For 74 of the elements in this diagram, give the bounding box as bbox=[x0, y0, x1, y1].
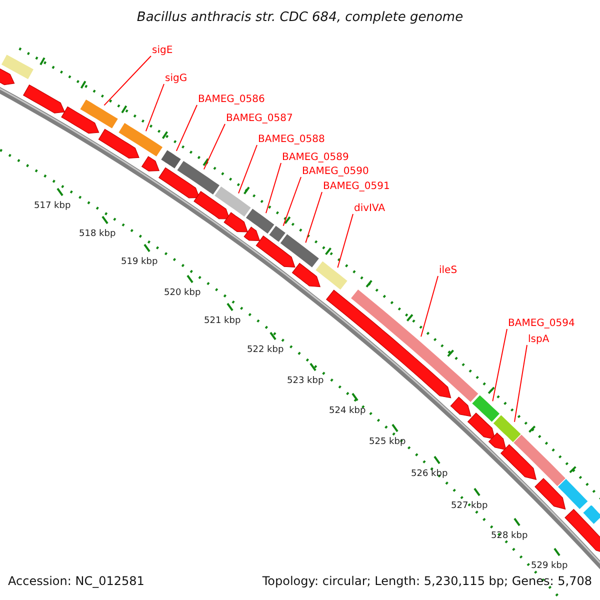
scale-label: 522 kbp bbox=[247, 345, 284, 356]
scale-label: 519 kbp bbox=[121, 257, 158, 268]
gene-bar bbox=[214, 185, 252, 218]
leader-line bbox=[492, 328, 508, 402]
scale-label: 521 kbp bbox=[204, 316, 241, 327]
cds-feature bbox=[534, 478, 566, 510]
cds-feature bbox=[194, 190, 230, 220]
gene-bar bbox=[176, 160, 221, 196]
cds-feature bbox=[467, 412, 496, 440]
scale-label: 528 kbp bbox=[491, 531, 528, 542]
leader-line bbox=[145, 84, 164, 132]
leader-line bbox=[176, 104, 198, 152]
cds-feature bbox=[0, 68, 15, 86]
cds-feature bbox=[141, 156, 160, 172]
cds-feature bbox=[23, 84, 66, 114]
gene-label: ileS bbox=[439, 265, 458, 277]
accession-text: Accession: NC_012581 bbox=[8, 574, 144, 588]
cds-feature bbox=[256, 235, 296, 268]
leader-line bbox=[337, 214, 354, 268]
gene-label: BAMEG_0591 bbox=[323, 181, 390, 193]
gene-label: lspA bbox=[528, 334, 550, 346]
gene-label: sigG bbox=[165, 73, 188, 85]
leader-line bbox=[203, 124, 226, 170]
diagram-title: Bacillus anthracis str. CDC 684, complete genome bbox=[136, 10, 464, 25]
gene-label: BAMEG_0590 bbox=[302, 166, 369, 178]
leader-line bbox=[514, 344, 528, 422]
gene-bar bbox=[512, 434, 567, 488]
gene-label: BAMEG_0587 bbox=[226, 113, 293, 125]
scale-label: 527 kbp bbox=[451, 501, 488, 512]
scale-label: 517 kbp bbox=[34, 201, 71, 212]
gene-label: BAMEG_0594 bbox=[508, 318, 575, 330]
gene-bar bbox=[244, 208, 276, 235]
gene-bar bbox=[160, 149, 182, 170]
gene-label: BAMEG_0586 bbox=[198, 94, 265, 106]
gene-bar bbox=[471, 394, 501, 423]
cds-feature bbox=[500, 444, 537, 480]
cds-feature bbox=[61, 106, 100, 134]
gene-bar bbox=[118, 122, 164, 158]
cds-feature bbox=[158, 167, 200, 198]
cds-feature bbox=[292, 262, 321, 288]
gene-label: BAMEG_0589 bbox=[282, 152, 349, 164]
gene-label: divIVA bbox=[354, 203, 386, 215]
gene-bar bbox=[268, 224, 287, 243]
scale-label: 520 kbp bbox=[164, 288, 201, 299]
gene-label: sigE bbox=[152, 45, 173, 57]
cds-feature bbox=[326, 290, 452, 398]
gene-bar bbox=[0, 54, 35, 80]
scale-label: 526 kbp bbox=[411, 469, 448, 480]
leader-line bbox=[104, 56, 152, 106]
gene-bar bbox=[492, 414, 523, 444]
gene-bar bbox=[556, 478, 589, 510]
leader-line bbox=[238, 144, 258, 194]
scale-label: 523 kbp bbox=[287, 376, 324, 387]
gene-bar bbox=[79, 98, 119, 130]
leader-line bbox=[305, 192, 322, 244]
gene-bar bbox=[314, 260, 348, 291]
cds-feature bbox=[564, 508, 600, 554]
gene-bar bbox=[350, 288, 480, 404]
cds-feature bbox=[450, 396, 472, 417]
cds-feature bbox=[98, 128, 140, 158]
scale-label: 524 kbp bbox=[329, 406, 366, 417]
gene-label: BAMEG_0588 bbox=[258, 134, 325, 146]
scale-label: 518 kbp bbox=[79, 229, 116, 240]
scale-label: 525 kbp bbox=[369, 437, 406, 448]
gene-bar bbox=[279, 233, 320, 268]
genome-summary-text: Topology: circular; Length: 5,230,115 bp; Genes: 5,708 bbox=[262, 574, 592, 588]
gene-bar bbox=[582, 504, 600, 526]
leader-line bbox=[420, 276, 438, 338]
cds-feature bbox=[224, 212, 248, 232]
scale-label: 529 kbp bbox=[531, 561, 568, 572]
cds-feature bbox=[244, 226, 260, 242]
cds-feature bbox=[488, 432, 506, 450]
leader-line bbox=[266, 162, 282, 214]
leader-line bbox=[282, 176, 302, 226]
